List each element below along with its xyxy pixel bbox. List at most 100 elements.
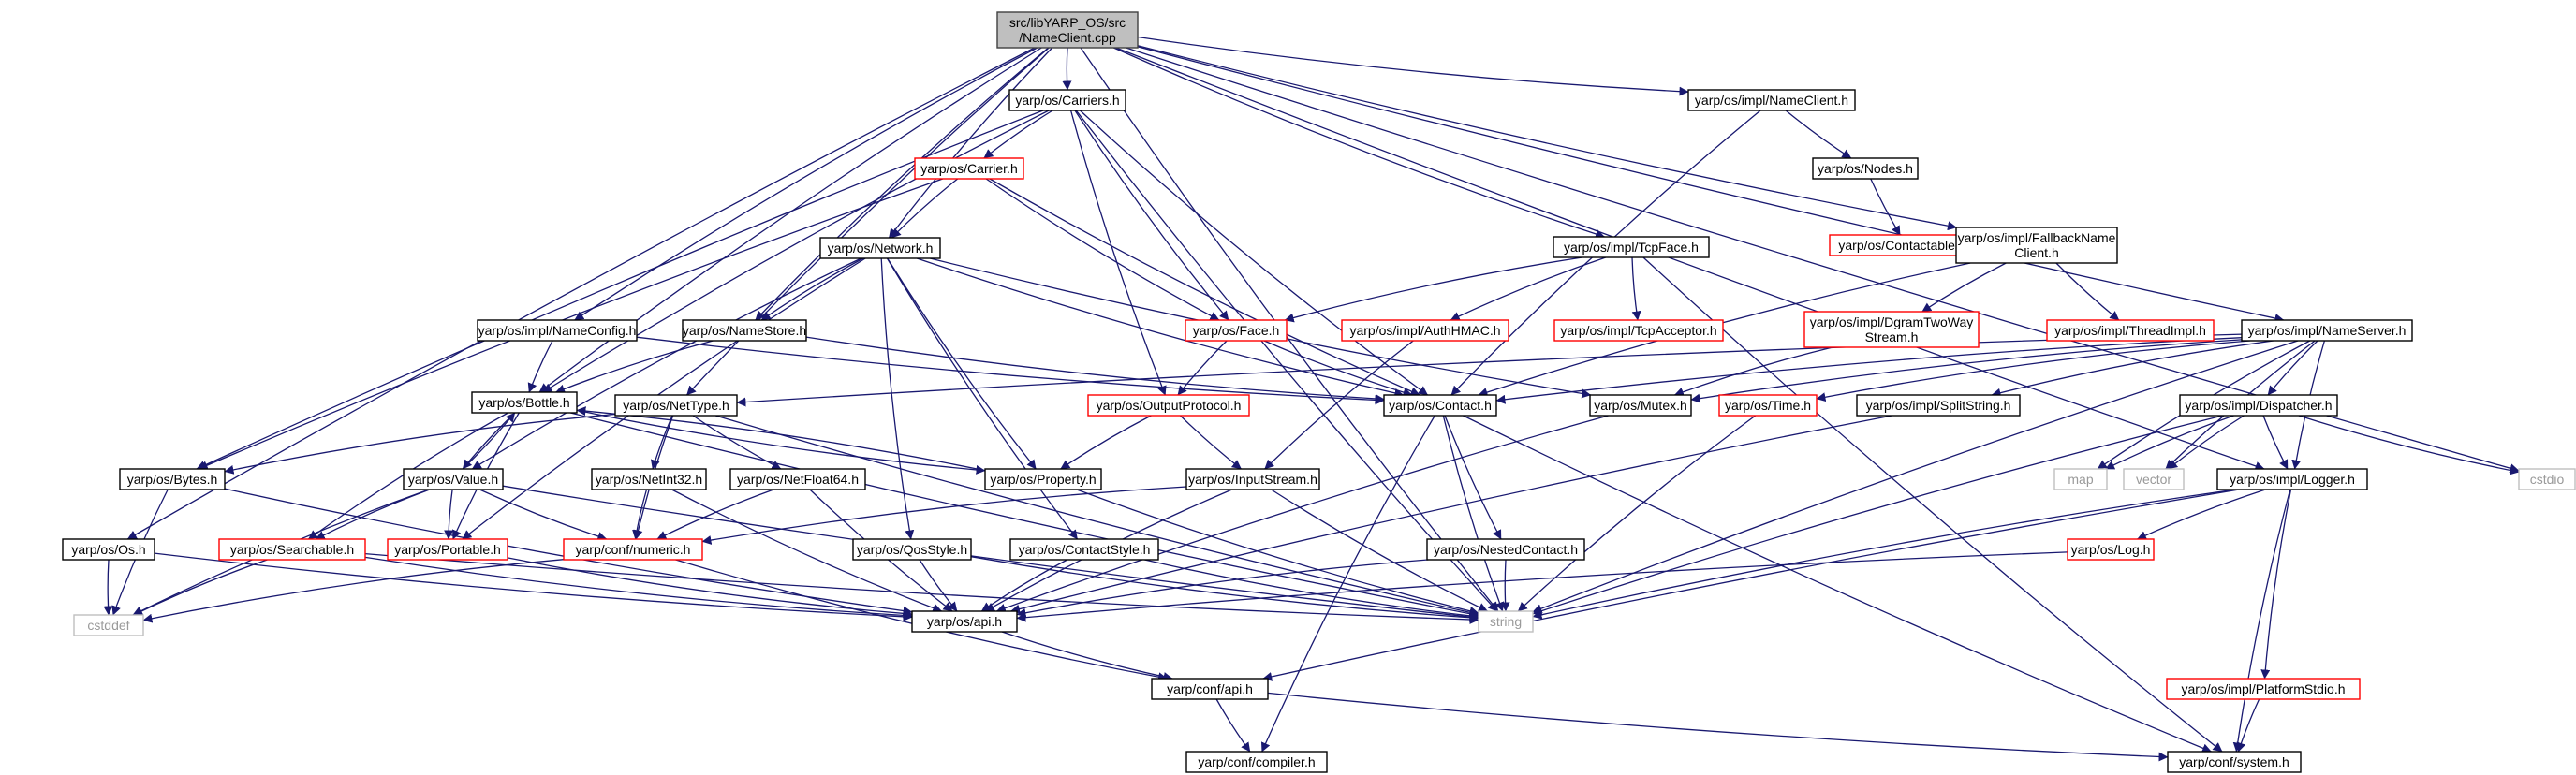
edge-nameserver-to-string [1532,340,2299,613]
node-platformstdio: yarp/os/impl/PlatformStdio.h [2166,678,2361,700]
node-label: yarp/conf/system.h [2179,754,2289,769]
node-box [1185,319,1288,342]
edge-contactstyle-to-string [1144,559,1479,621]
edge-dispatcher-to-map [2105,415,2234,470]
node-tcpface[interactable]: yarp/os/impl/TcpFace.h [1553,236,1710,258]
edge-network-to-property [887,257,1037,470]
edge-property-to-bottle [576,406,986,472]
edge-namestore-to-bottle [555,340,714,394]
edge-contact-to-compiler [1260,415,1435,753]
node-label: map [2068,472,2093,487]
edge-bottle-to-string [570,412,1479,619]
node-box [1718,394,1818,417]
node-api_os[interactable]: yarp/os/api.h [911,610,1018,633]
edge-value-to-numeric [478,489,608,541]
node-network[interactable]: yarp/os/Network.h [819,237,941,259]
node-carriers[interactable]: yarp/os/Carriers.h [1008,89,1126,111]
node-splitstring[interactable]: yarp/os/impl/SplitString.h [1856,394,2021,417]
node-box [2179,394,2338,417]
node-nameserver[interactable]: yarp/os/impl/NameServer.h [2241,319,2413,342]
node-nestedcontact[interactable]: yarp/os/NestedContact.h [1426,538,1585,561]
edge-nestedcontact-to-string [1500,559,1510,612]
edge-value-to-portable [444,489,454,540]
edge-bottle-to-property [576,409,986,475]
node-threadimpl: yarp/os/impl/ThreadImpl.h [2046,319,2215,342]
node-label: yarp/os/impl/ThreadImpl.h [2054,323,2206,338]
edge-os-to-api_os [154,552,913,621]
node-box [1687,89,1856,111]
node-impl_nameclient[interactable]: yarp/os/impl/NameClient.h [1687,89,1856,111]
edge-carriers-to-outputprotocol [1069,110,1167,396]
node-box [2166,678,2361,700]
node-contactstyle[interactable]: yarp/os/ContactStyle.h [1009,538,1159,561]
node-namestore[interactable]: yarp/os/NameStore.h [682,319,807,342]
node-logger[interactable]: yarp/os/impl/Logger.h [2216,468,2368,490]
node-box [1009,538,1159,561]
node-system[interactable]: yarp/conf/system.h [2167,751,2302,773]
edge-face-to-outputprotocol [1177,340,1228,396]
node-bottle[interactable]: yarp/os/Bottle.h [471,391,578,414]
node-os[interactable]: yarp/os/Os.h [62,538,155,561]
node-string: string [1478,610,1534,633]
node-nodes[interactable]: yarp/os/Nodes.h [1812,157,1919,180]
edge-outputprotocol-to-inputstream [1180,415,1242,470]
edge-qosstyle-to-api_os [919,559,958,612]
node-box [1803,311,1980,348]
node-box [2518,468,2576,490]
node-map: map [2053,468,2108,490]
node-cstddef: cstddef [73,614,144,636]
edge-fallback-to-threadimpl [2055,262,2120,321]
node-time: yarp/os/Time.h [1718,394,1818,417]
node-netfloat64[interactable]: yarp/os/NetFloat64.h [729,468,866,490]
node-label: yarp/os/NameStore.h [683,323,806,338]
edge-authhmac-to-inputstream [1264,340,1414,470]
node-inputstream[interactable]: yarp/os/InputStream.h [1185,468,1320,490]
edge-portable-to-api_os [507,557,913,619]
node-value[interactable]: yarp/os/Value.h [403,468,504,490]
node-box [1185,468,1320,490]
node-bytes[interactable]: yarp/os/Bytes.h [119,468,226,490]
node-root: src/libYARP_OS/src/NameClient.cpp [996,11,1139,49]
node-netint32[interactable]: yarp/os/NetInt32.h [591,468,707,490]
node-dispatcher[interactable]: yarp/os/impl/Dispatcher.h [2179,394,2338,417]
edge-dispatcher-to-vector [2168,415,2245,470]
node-property[interactable]: yarp/os/Property.h [984,468,1102,490]
node-portable: yarp/os/Portable.h [387,538,508,561]
node-compiler[interactable]: yarp/conf/compiler.h [1185,751,1328,773]
edge-contact-to-nestedcontact [1444,415,1502,540]
node-box [984,468,1102,490]
node-box [591,468,707,490]
node-box [1812,157,1919,180]
node-label: yarp/os/Mutex.h [1594,398,1687,413]
edge-outputprotocol-to-property [1060,415,1152,470]
edge-root-to-network [888,47,1053,239]
node-label: yarp/os/impl/NameServer.h [2248,323,2407,338]
node-box [729,468,866,490]
node-box [477,319,638,342]
node-nameconfig[interactable]: yarp/os/impl/NameConfig.h [477,319,638,342]
node-conf_api[interactable]: yarp/conf/api.h [1151,678,1269,700]
node-nettype[interactable]: yarp/os/NetType.h [614,394,738,417]
node-outputprotocol: yarp/os/OutputProtocol.h [1087,394,1250,417]
node-label: yarp/os/ContactStyle.h [1019,542,1151,557]
edge-network-to-value [471,257,861,470]
node-label: yarp/os/Contactables.h [1838,238,1972,253]
node-label: yarp/os/Nodes.h [1818,161,1913,176]
edge-nettype-to-netint32 [650,415,673,470]
edge-carrier-to-contact [989,178,1420,396]
node-box [1553,236,1710,258]
node-contact[interactable]: yarp/os/Contact.h [1383,394,1497,417]
node-box [119,468,226,490]
node-label: yarp/os/Portable.h [394,542,501,557]
node-label: yarp/os/Os.h [71,542,145,557]
node-mutex[interactable]: yarp/os/Mutex.h [1589,394,1692,417]
edge-carriers-to-contact [1079,110,1429,396]
node-box [2123,468,2185,490]
node-tcpacceptor: yarp/os/impl/TcpAcceptor.h [1553,319,1724,342]
node-qosstyle[interactable]: yarp/os/QosStyle.h [852,538,972,561]
node-box [2167,751,2302,773]
node-label: src/libYARP_OS/src [1009,15,1126,30]
edge-api_os-to-conf_api [1001,631,1173,681]
edge-carriers-to-face [1074,110,1229,321]
